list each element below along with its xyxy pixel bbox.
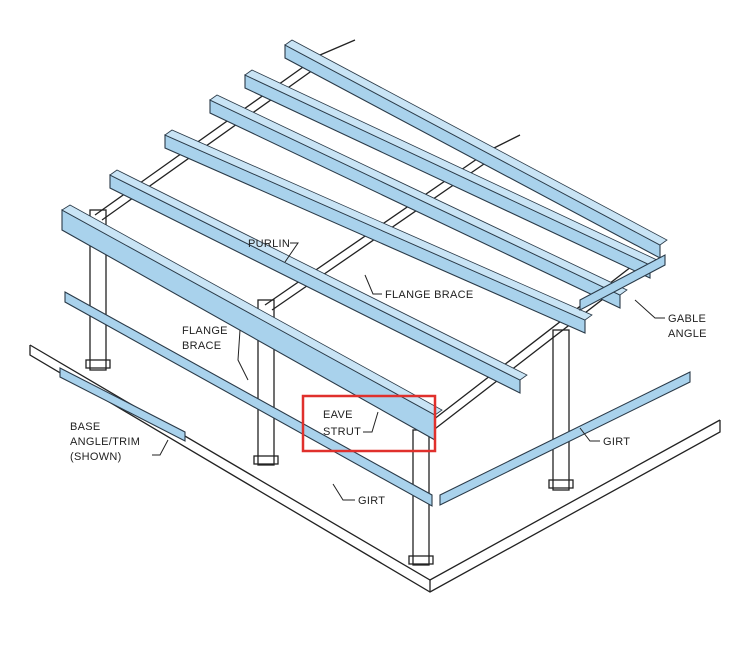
purlin-2 [244,74,651,279]
label-base: BASE [70,421,101,433]
label-girt-right: GIRT [603,436,630,448]
columns [85,209,574,566]
eave-strut-highlight-box [301,394,437,453]
label-shown: (SHOWN) [70,451,122,463]
girt-right [439,371,691,506]
label-angle-trim: ANGLE/TRIM [70,436,140,448]
leader-lines [152,242,665,501]
purlins [109,39,668,394]
label-purlin: PURLIN [248,238,290,250]
label-eave: EAVE [323,409,353,421]
base-angle-trim [59,367,186,442]
gable-angle [579,254,666,311]
girt-front [64,291,433,507]
label-strut: STRUT [323,426,361,438]
label-girt-front: GIRT [358,495,385,507]
label-flange-brace-top: FLANGE BRACE [385,289,474,301]
label-flange: FLANGE [182,325,228,337]
label-gable: GABLE [668,313,706,325]
label-brace: BRACE [182,340,221,352]
label-angle: ANGLE [668,328,707,340]
